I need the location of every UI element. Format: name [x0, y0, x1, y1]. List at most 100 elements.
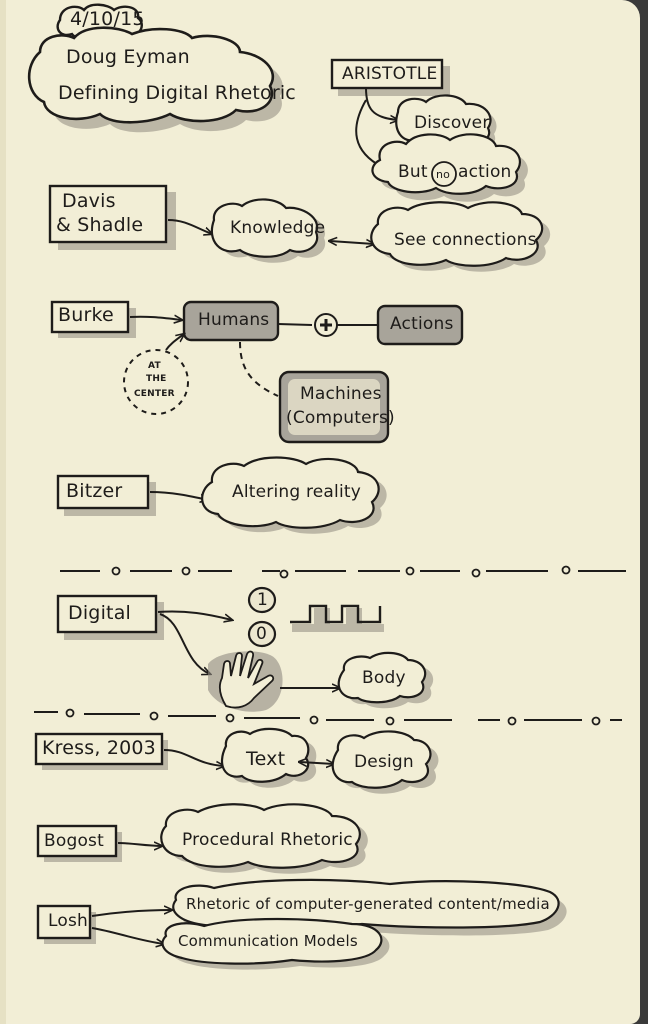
losh-box: [36, 904, 92, 940]
bitzer-box: [56, 474, 150, 510]
davis-box: [48, 184, 168, 244]
davis-to-knowledge-arrow: [167, 219, 212, 234]
humans-actions-line-left: [277, 323, 313, 326]
title-cloud: [27, 26, 275, 124]
body-cloud: [337, 651, 427, 704]
losh-to-content-arrow: [91, 910, 172, 917]
digital-section: [56, 586, 434, 712]
divider-2-dot: [385, 716, 395, 726]
divider-1-dot: [111, 566, 121, 576]
humans-box: [182, 300, 280, 342]
altering-label: Altering reality: [232, 482, 362, 502]
body-label: Body: [362, 668, 406, 688]
burke-to-humans-arrow: [129, 317, 182, 320]
knowledge-cloud: [210, 198, 319, 258]
divider-1: [60, 565, 626, 579]
burke-box: [50, 300, 130, 334]
center-label-line2: THE: [146, 374, 167, 384]
digital-to-binary-arrow: [157, 610, 232, 620]
altering-cloud: [201, 456, 380, 529]
burke-section: [50, 300, 464, 444]
date-label: 4/10/15: [70, 8, 145, 30]
davis-section: [48, 184, 551, 272]
design-label: Design: [354, 752, 414, 772]
divider-2-dot: [65, 708, 75, 718]
bogost-label: Bogost: [44, 831, 104, 851]
burke-label: Burke: [58, 304, 114, 326]
discover-label: Discover: [414, 113, 490, 133]
bitzer-to-altering-arrow: [149, 491, 208, 500]
square-wave-shadow: [292, 608, 384, 632]
text-label: Text: [246, 748, 286, 770]
losh-section: [36, 878, 567, 970]
procedural-cloud: [160, 803, 361, 869]
bitzer-section: [56, 456, 387, 534]
at-the-center-dashed-circle: [123, 349, 189, 415]
knowledge-label: Knowledge: [230, 218, 326, 238]
divider-2-dashes: [34, 711, 622, 721]
machines-box-inner: [288, 379, 380, 435]
actions-label: Actions: [390, 314, 454, 334]
digital-box: [56, 594, 158, 634]
divider-2-dot: [591, 716, 601, 726]
but-label: But: [398, 162, 428, 182]
humans-to-machines-dashed-line: [239, 341, 279, 397]
machines-label-line2: (Computers): [286, 408, 395, 428]
center-to-humans-arrow: [165, 334, 184, 351]
action-cloud: [371, 133, 521, 195]
title-topic: Defining Digital Rhetoric: [58, 82, 296, 104]
divider-1-dot: [279, 569, 289, 579]
plus-icon: [320, 319, 332, 331]
bogost-section: [36, 803, 368, 874]
bogost-to-procedural-arrow: [117, 843, 162, 846]
aristotle-box: [330, 58, 444, 90]
no-label: no: [436, 168, 451, 181]
content-label: Rhetoric of computer-generated content/m…: [186, 895, 550, 913]
hand-icon: [219, 650, 275, 709]
action-label: action: [458, 162, 512, 182]
models-cloud: [161, 917, 383, 965]
divider-2-dot: [507, 716, 517, 726]
davis-label-line1: Davis: [62, 190, 116, 212]
digital-label: Digital: [68, 602, 132, 624]
divider-2-dot: [149, 711, 159, 721]
machines-label-line1: Machines: [300, 384, 382, 404]
center-label-line1: AT: [148, 361, 161, 371]
divider-2-dot: [225, 713, 235, 723]
kress-section: [34, 727, 439, 794]
kress-label: Kress, 2003: [42, 737, 156, 759]
davis-label-line2: & Shadle: [56, 214, 144, 236]
bitzer-label: Bitzer: [66, 480, 123, 502]
knowledge-connections-arrow: [330, 241, 374, 244]
binary-zero-label: 0: [256, 624, 268, 644]
zero-circle: [247, 620, 277, 648]
bogost-box: [36, 824, 118, 858]
divider-1-dot: [405, 566, 415, 576]
kress-to-text-arrow: [163, 749, 224, 766]
aristotle-label: ARISTOTLE: [342, 64, 438, 84]
losh-label: Losh: [48, 911, 89, 931]
one-circle: [247, 586, 277, 614]
actions-box: [376, 304, 464, 346]
square-wave-icon: [290, 604, 382, 624]
divider-1-dot: [181, 566, 191, 576]
procedural-label: Procedural Rhetoric: [182, 830, 353, 850]
digital-to-hand-arrow: [159, 613, 210, 674]
binary-one-label: 1: [257, 590, 269, 610]
title-author: Doug Eyman: [66, 46, 190, 68]
center-label-line3: CENTER: [134, 389, 175, 399]
divider-1-dot: [561, 565, 571, 575]
divider-2: [34, 708, 622, 726]
text-design-arrow: [300, 762, 334, 764]
divider-2-dot: [309, 715, 319, 725]
models-label: Communication Models: [178, 932, 358, 950]
connections-cloud: [370, 201, 544, 267]
aristotle-to-discover-arrow: [365, 87, 398, 120]
design-cloud: [331, 730, 432, 789]
losh-to-models-arrow: [91, 927, 164, 944]
header-section: [27, 3, 283, 133]
humans-label: Humans: [198, 310, 270, 330]
kress-box: [34, 732, 164, 766]
divider-1-dot: [471, 568, 481, 578]
